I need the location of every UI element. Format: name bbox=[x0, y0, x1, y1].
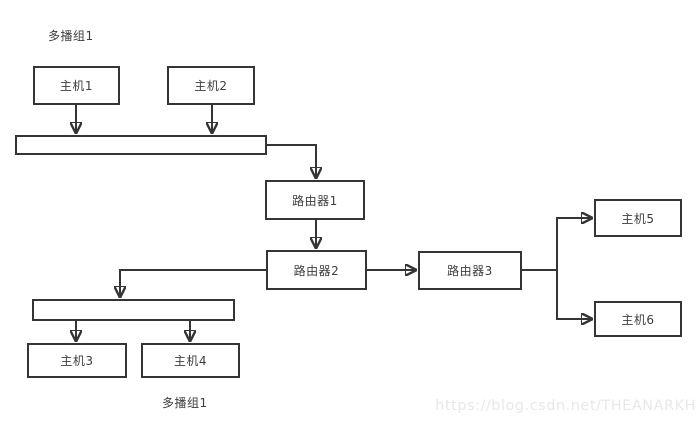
node-host1: 主机1 bbox=[33, 66, 120, 105]
multicast-group-label-bottom: 多播组1 bbox=[162, 396, 208, 410]
lan-segment-top bbox=[15, 135, 267, 155]
lan-segment-bottom bbox=[32, 299, 235, 321]
connector-router3-to-host6 bbox=[556, 270, 591, 319]
connector-lan-top-to-router1 bbox=[267, 144, 316, 177]
node-host2: 主机2 bbox=[167, 66, 255, 105]
node-router1: 路由器1 bbox=[265, 180, 365, 220]
csdn-watermark: https://blog.csdn.net/THEANARKH bbox=[435, 398, 696, 414]
node-host4: 主机4 bbox=[141, 343, 240, 378]
node-host5: 主机5 bbox=[594, 199, 682, 237]
node-host6: 主机6 bbox=[594, 301, 682, 337]
node-router3: 路由器3 bbox=[418, 251, 522, 290]
connector-router3-to-host5 bbox=[556, 218, 591, 270]
connector-router2-to-lan-bottom bbox=[120, 269, 266, 296]
node-host3: 主机3 bbox=[27, 343, 127, 378]
node-router2: 路由器2 bbox=[266, 250, 367, 290]
multicast-group-label-top: 多播组1 bbox=[48, 29, 94, 43]
